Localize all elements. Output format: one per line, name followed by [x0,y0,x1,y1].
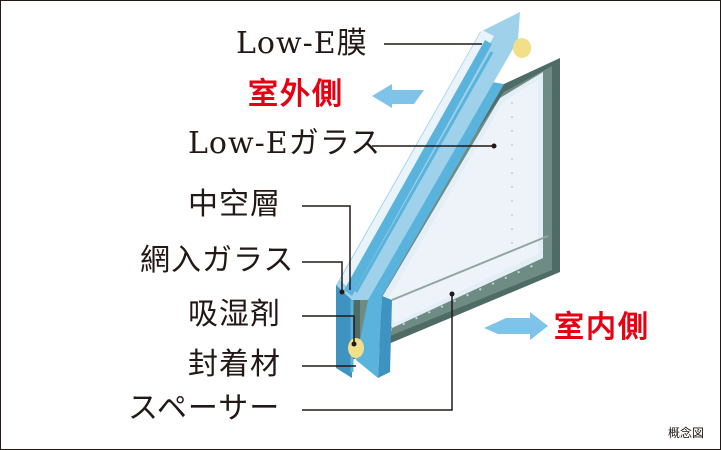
leader-spacer [302,294,453,411]
outdoor-arrow [372,84,424,108]
leader-hollow-layer [302,205,351,290]
label-wired-glass: 網入ガラス [140,243,295,278]
leader-dots [339,143,497,347]
label-spacer: スペーサー [128,391,281,426]
label-desiccant: 吸湿剤 [188,297,281,332]
outdoor-glass-pane [336,12,520,378]
label-outdoor-side: 室外側 [248,77,344,112]
leader-desiccant [302,315,355,344]
leader-lines [302,43,494,411]
label-hollow-layer: 中空層 [188,187,281,222]
label-low-e-glass: Low-Eガラス [188,126,382,161]
label-low-e-film: Low-E膜 [236,26,368,61]
label-sealant: 封着材 [188,347,281,382]
leader-wired-glass [302,261,343,292]
indoor-arrow [484,312,548,340]
indoor-glass-pane [352,58,560,378]
concept-note: 概念図 [668,426,705,440]
label-indoor-side: 室内側 [554,310,650,345]
